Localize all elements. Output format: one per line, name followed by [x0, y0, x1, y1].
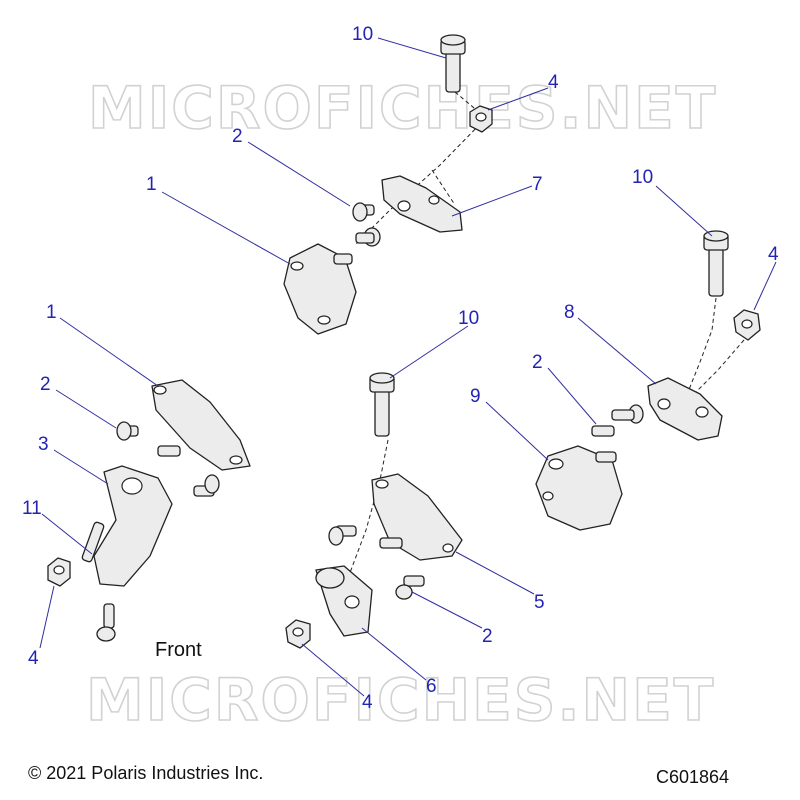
hex-nut [733, 309, 761, 341]
button-screw [96, 603, 116, 642]
hex-nut [47, 557, 71, 587]
left-assembly [47, 379, 251, 642]
flange-bolt [440, 34, 466, 93]
hex-nut [469, 105, 493, 133]
callout-10: 10 [632, 167, 653, 188]
engine-mount [151, 379, 251, 471]
center-assembly [285, 372, 463, 649]
callout-2: 2 [532, 352, 543, 373]
leader-lines [39, 37, 777, 697]
callout-4: 4 [548, 72, 559, 93]
callout-5: 5 [534, 592, 545, 613]
button-screw [328, 525, 357, 546]
top-assembly [283, 34, 493, 335]
callout-numbers: 10 4 2 1 7 10 4 8 2 9 1 2 3 11 4 10 5 2 … [22, 24, 779, 713]
callout-3: 3 [38, 434, 49, 455]
flange-bolt [703, 230, 729, 297]
callout-4: 4 [362, 692, 373, 713]
engine-mount [283, 227, 381, 335]
mount-bracket [93, 465, 173, 587]
button-screw [116, 421, 139, 441]
spacer-block [315, 565, 373, 637]
button-screw [193, 474, 220, 497]
mount-bracket [381, 175, 463, 233]
copyright-text: © 2021 Polaris Industries Inc. [28, 763, 263, 783]
callout-1: 1 [146, 174, 157, 195]
callout-2: 2 [482, 626, 493, 647]
engine-mount [535, 445, 623, 531]
callout-2: 2 [232, 126, 243, 147]
stud [81, 521, 105, 563]
callout-1: 1 [46, 302, 57, 323]
callout-8: 8 [564, 302, 575, 323]
callout-10: 10 [458, 308, 479, 329]
watermark-bottom: MICROFICHES.NET [86, 666, 715, 734]
right-assembly [535, 230, 761, 531]
engine-mount [371, 473, 463, 561]
callout-7: 7 [532, 174, 543, 195]
button-screw [352, 202, 375, 222]
button-screw [591, 404, 644, 437]
hex-nut [285, 619, 311, 649]
callout-11: 11 [22, 498, 42, 519]
callout-10: 10 [352, 24, 373, 45]
callout-4: 4 [768, 244, 779, 265]
callout-4: 4 [28, 648, 39, 669]
mount-bracket [647, 377, 723, 441]
callout-2: 2 [40, 374, 51, 395]
flange-bolt [369, 372, 395, 437]
button-screw [395, 575, 425, 600]
watermark-top: MICROFICHES.NET [88, 74, 717, 142]
figure-code: C601864 [656, 767, 729, 787]
front-label: Front [155, 639, 202, 661]
callout-9: 9 [470, 386, 481, 407]
callout-6: 6 [426, 676, 437, 697]
